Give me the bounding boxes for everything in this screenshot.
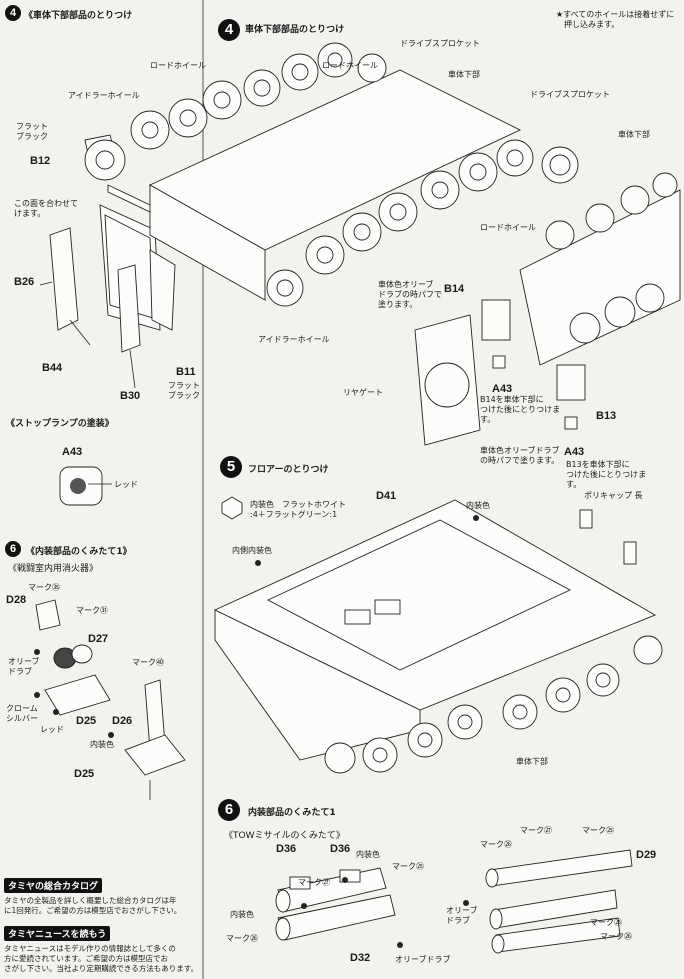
news-heading: タミヤニュースを読もう bbox=[4, 926, 111, 941]
label-align-note: この面を合わせて けます。 bbox=[14, 199, 78, 218]
part-a43-b: A43 bbox=[564, 446, 585, 458]
label-mark35: マーク㉟ bbox=[28, 583, 60, 592]
step-number: 6 bbox=[218, 799, 240, 821]
label-mark25-c: マーク㉕ bbox=[590, 918, 622, 927]
label-inner-side: 内側内装色 bbox=[232, 546, 272, 555]
label-mark27: マーク㉗ bbox=[298, 878, 330, 887]
part-b12: B12 bbox=[30, 155, 51, 167]
label-flat-black: フラット ブラック bbox=[16, 122, 48, 141]
label-drive-sprocket-2: ドライブスプロケット bbox=[530, 90, 610, 99]
label-mark27-b: マーク㉗ bbox=[520, 826, 552, 835]
label-olive-drab: オリーブドラブ bbox=[395, 955, 451, 964]
label-olive-drab-2: オリーブ ドラブ bbox=[446, 906, 478, 925]
label-road-wheel: ロードホイール bbox=[322, 61, 378, 70]
step-subtitle: 《TOWミサイルのくみたて》 bbox=[224, 831, 345, 841]
label-flat-black-2: フラット ブラック bbox=[168, 381, 200, 400]
step-title: 《車体下部部品のとりつけ bbox=[24, 11, 133, 21]
label-olive-drab: オリーブ ドラブ bbox=[8, 657, 40, 676]
part-d28: D28 bbox=[6, 594, 27, 606]
step-title: 車体下部部品のとりつけ bbox=[245, 25, 345, 35]
label-interior-color: 内装色 bbox=[90, 740, 114, 749]
part-a43: A43 bbox=[492, 383, 513, 395]
part-b44: B44 bbox=[42, 362, 63, 374]
part-a43: A43 bbox=[62, 446, 83, 458]
label-rear-gate: リヤゲート bbox=[343, 388, 383, 397]
part-b11: B11 bbox=[176, 366, 196, 378]
label-mark25-b: マーク㉕ bbox=[582, 826, 614, 835]
paint-note: 内装色 フラットホワイト :4＋フラットグリーン:1 bbox=[250, 500, 346, 519]
label-idler-wheel: アイドラーホイール bbox=[258, 335, 330, 344]
label-idler-wheel: アイドラーホイール bbox=[68, 91, 140, 100]
label-road-wheel-2: ロードホイール bbox=[480, 223, 536, 232]
part-d25-b: D25 bbox=[74, 768, 95, 780]
part-b14: B14 bbox=[444, 283, 465, 295]
label-mark26-c: マーク㉖ bbox=[600, 932, 632, 941]
label-chrome-silver: クローム シルバー bbox=[6, 704, 38, 723]
label-a43-note: B14を車体下部に つけた後にとりつけま す。 bbox=[480, 395, 561, 424]
part-d27: D27 bbox=[88, 633, 109, 645]
step-number: 4 bbox=[5, 5, 21, 21]
part-b30: B30 bbox=[120, 390, 141, 402]
label-mark26: マーク㉖ bbox=[226, 934, 258, 943]
part-b13: B13 bbox=[596, 410, 617, 422]
catalog-heading: タミヤの総合カタログ bbox=[4, 878, 103, 893]
tow-missile-drawing bbox=[275, 849, 633, 954]
step-number: 6 bbox=[5, 541, 21, 557]
step-number: 5 bbox=[220, 456, 242, 478]
label-drive-sprocket: ドライブスプロケット bbox=[400, 39, 480, 48]
part-d36-b: D36 bbox=[330, 843, 351, 855]
part-d26: D26 bbox=[112, 715, 133, 727]
label-red: レッド bbox=[40, 725, 64, 734]
part-d32: D32 bbox=[350, 952, 371, 964]
label-hull-olive: 車体色オリーブ ドラブの時パフで 塗ります。 bbox=[378, 280, 442, 309]
catalog-text: タミヤの全製品を詳しく概要した総合カタログは年 に1回発行。ご希望の方は模型店で… bbox=[4, 896, 182, 915]
stoplamp-title: 《ストップランプの塗装》 bbox=[6, 419, 114, 429]
stop-lamp-drawing bbox=[59, 466, 112, 506]
label-interior-color-2: 内装色 bbox=[230, 910, 254, 919]
step-number: 4 bbox=[218, 19, 240, 41]
wheel-note: ★すべてのホイールは接着せずに 押し込みます。 bbox=[556, 10, 675, 29]
step5-hull-drawing bbox=[213, 496, 663, 774]
label-road-wheel: ロードホイール bbox=[150, 61, 206, 70]
label-interior-color: 内装色 bbox=[356, 850, 380, 859]
label-lower-hull-2: 車体下部 bbox=[618, 130, 650, 139]
label-mark31: マーク㉛ bbox=[76, 606, 108, 615]
part-d36-a: D36 bbox=[276, 843, 297, 855]
step-title: 《内装部品のくみたて1》 bbox=[26, 547, 132, 557]
step-title: 内装部品のくみたて1 bbox=[248, 808, 336, 818]
label-mark25: マーク㉕ bbox=[392, 862, 424, 871]
label-red: レッド bbox=[114, 480, 138, 489]
part-d41: D41 bbox=[376, 490, 397, 502]
label-hull-olive-2: 車体色オリーブドラブ の時パフで塗ります。 bbox=[480, 446, 560, 465]
extinguisher-drawing bbox=[34, 599, 186, 800]
right-step4-drawing bbox=[84, 42, 681, 446]
label-lower-hull: 車体下部 bbox=[448, 70, 480, 79]
label-a43b-note: B13を車体下部に つけた後にとりつけま す。 bbox=[566, 460, 647, 489]
label-mark26-b: マーク㉖ bbox=[480, 840, 512, 849]
step-title: フロアーのとりつけ bbox=[248, 465, 329, 475]
left-step4-drawing bbox=[39, 134, 176, 389]
label-mark40: マーク㊵ bbox=[132, 658, 164, 667]
news-text: タミヤニュースはモデル作りの情報誌として多くの 方に愛読されています。ご希望の方… bbox=[4, 944, 198, 973]
label-interior-color: 内装色 bbox=[466, 501, 490, 510]
label-poly-cap: ポリキャップ 長 bbox=[584, 491, 643, 500]
label-lower-hull: 車体下部 bbox=[516, 757, 548, 766]
step-subtitle: 《戦闘室内用消火器》 bbox=[8, 564, 99, 574]
part-d25: D25 bbox=[76, 715, 97, 727]
part-b26: B26 bbox=[14, 276, 35, 288]
part-d29: D29 bbox=[636, 849, 657, 861]
